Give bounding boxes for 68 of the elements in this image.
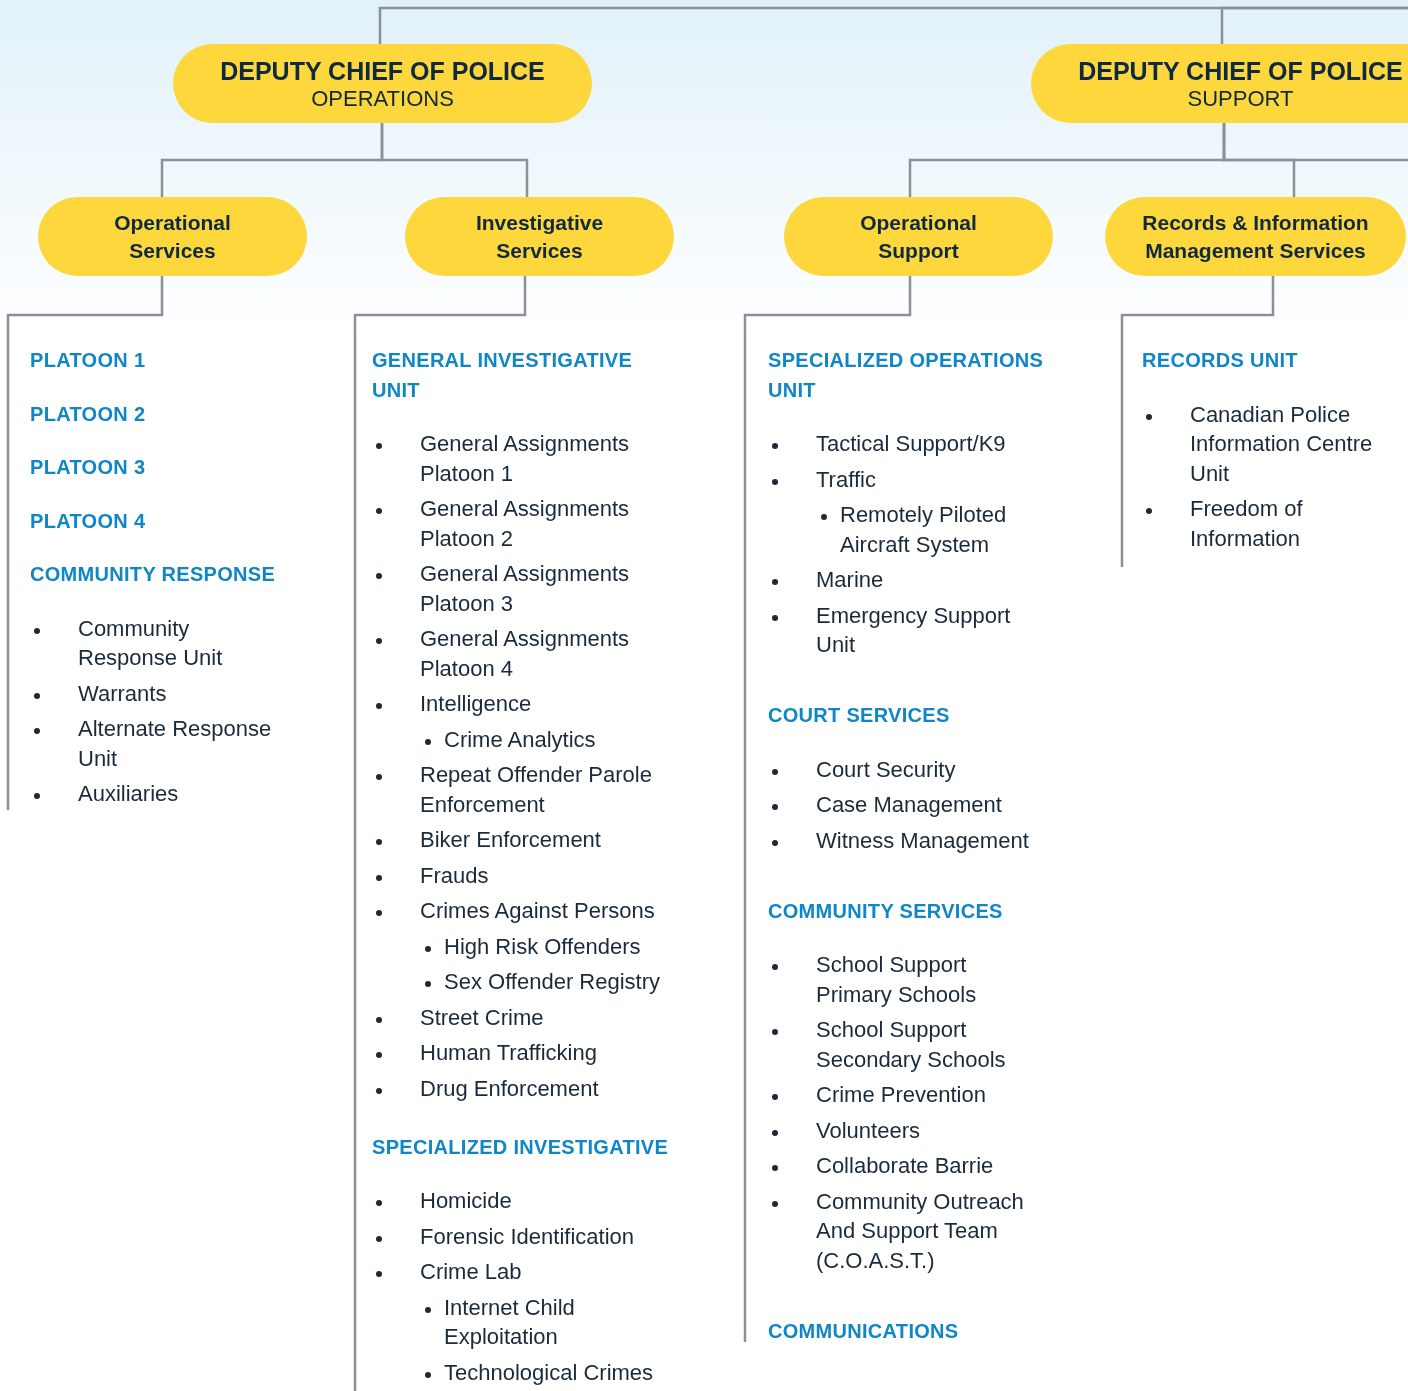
- box-title: Operational Services: [113, 209, 232, 264]
- list-item: Human Trafficking: [420, 1039, 598, 1067]
- section-heading: COMMUNICATIONS: [768, 1318, 960, 1344]
- list-item: Case Management: [816, 791, 1003, 819]
- connector-line: [743, 276, 912, 1342]
- box-subtitle: OPERATIONS: [311, 85, 454, 112]
- list-item: Crime Prevention: [816, 1081, 987, 1109]
- section-heading: COMMUNITY SERVICES: [768, 898, 1004, 924]
- list-item: General Assignments Platoon 1: [420, 430, 631, 488]
- section-heading: COURT SERVICES: [768, 703, 951, 728]
- list-item: Community Outreach And Support Team (C.O.A.S.T.): [816, 1187, 1025, 1275]
- list-item: Intelligence: [420, 690, 533, 718]
- list-item: Crime Lab: [420, 1258, 523, 1286]
- connector-line: [1120, 276, 1275, 567]
- list-item: Crime Analytics: [444, 725, 597, 754]
- list-item: General Assignments Platoon 2: [420, 495, 631, 553]
- section-heading: SPECIALIZED INVESTIGATIVE: [372, 1134, 670, 1160]
- box-title: Operational Support: [859, 209, 978, 264]
- list-item: Forensic Identification: [420, 1222, 635, 1251]
- list-item: Collaborate Barrie: [816, 1152, 995, 1180]
- list-item: Auxiliaries: [78, 780, 180, 808]
- box-subtitle: SUPPORT: [1187, 85, 1294, 112]
- list-item: Repeat Offender Parole Enforcement: [420, 761, 653, 819]
- list-item: Warrants: [78, 679, 168, 708]
- list-item: Volunteers: [816, 1116, 921, 1145]
- list-item: Court Security: [816, 755, 957, 784]
- list-item: Traffic: [816, 465, 877, 494]
- list-item: School Support Primary Schools: [816, 951, 978, 1009]
- connector-line: [353, 276, 527, 1391]
- list-item: Frauds: [420, 861, 490, 890]
- connector-line: [1220, 6, 1408, 44]
- list-item: High Risk Offenders: [444, 932, 642, 961]
- box-title: Records & Information Management Services: [1141, 209, 1370, 264]
- list-item: Homicide: [420, 1187, 513, 1215]
- list-item: General Assignments Platoon 3: [420, 560, 631, 618]
- list-item: Emergency Support Unit: [816, 601, 1012, 659]
- list-item: Remotely Piloted Aircraft System: [840, 501, 1008, 559]
- list-item: Freedom of Information: [1190, 495, 1304, 553]
- list-item: Sex Offender Registry: [444, 968, 662, 996]
- connector-line: [6, 276, 164, 810]
- list-item: Community Response Unit: [78, 614, 224, 672]
- section-heading: PLATOON 1: [30, 348, 147, 373]
- list-item: Technological Crimes: [444, 1358, 655, 1387]
- list-item: General Assignments Platoon 4: [420, 625, 631, 683]
- box-title: DEPUTY CHIEF OF POLICE: [1078, 55, 1403, 86]
- list-item: Canadian Police Information Centre Unit: [1190, 400, 1374, 488]
- box-title: Investigative Services: [474, 209, 605, 264]
- list-item: Drug Enforcement: [420, 1074, 600, 1103]
- section-heading: SPECIALIZED OPERATIONS UNIT: [768, 348, 1045, 403]
- section-heading: PLATOON 3: [30, 455, 147, 480]
- list-item: Internet Child Exploitation: [444, 1293, 576, 1351]
- connector-line: [380, 123, 529, 197]
- section-heading: PLATOON 2: [30, 401, 147, 427]
- list-item: Crimes Against Persons: [420, 897, 656, 925]
- box-title: DEPUTY CHIEF OF POLICE: [220, 55, 545, 86]
- list-item: Biker Enforcement: [420, 826, 602, 854]
- list-item: Marine: [816, 566, 885, 594]
- list-item: Tactical Support/K9: [816, 430, 1007, 458]
- list-item: Street Crime: [420, 1003, 545, 1032]
- section-heading: COMMUNITY RESPONSE: [30, 562, 277, 587]
- section-heading: PLATOON 4: [30, 508, 147, 534]
- org-box: [1031, 44, 1408, 123]
- list-item: School Support Secondary Schools: [816, 1016, 1007, 1074]
- connector-line: [1222, 123, 1408, 162]
- list-item: Alternate Response Unit: [78, 715, 273, 773]
- section-heading: RECORDS UNIT: [1142, 348, 1299, 373]
- section-heading: GENERAL INVESTIGATIVE UNIT: [372, 348, 634, 403]
- list-item: Witness Management: [816, 826, 1030, 855]
